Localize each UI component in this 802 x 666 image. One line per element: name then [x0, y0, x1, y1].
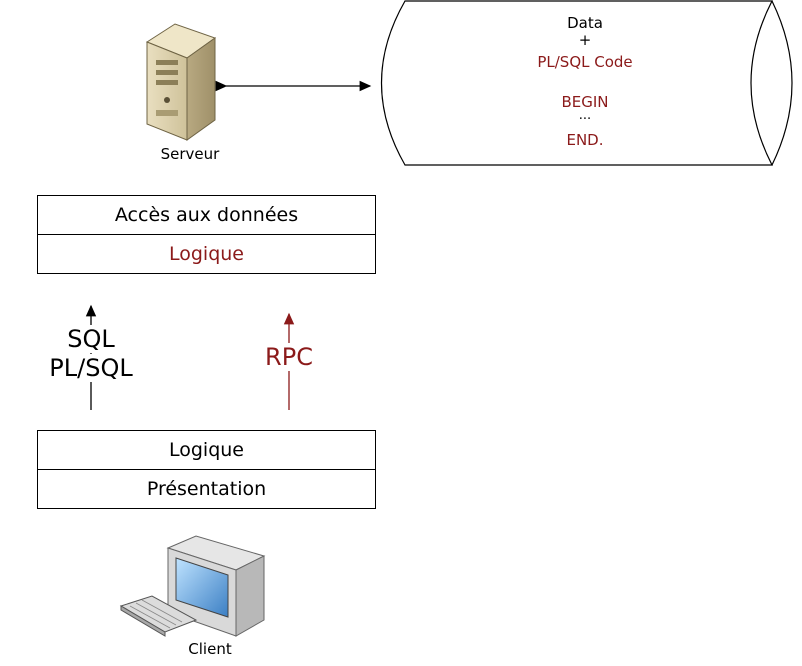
db-begin-label: BEGIN — [561, 93, 609, 111]
presentation-layer: Présentation — [38, 469, 375, 509]
server-caption: Serveur — [160, 145, 220, 163]
database-shape — [380, 0, 793, 166]
client-caption: Client — [188, 640, 232, 658]
sql-label: SQL — [31, 325, 151, 353]
client-logic-layer: Logique — [168, 439, 244, 461]
db-data-label: Data — [567, 14, 603, 32]
server-icon — [145, 23, 217, 141]
server-tier-box: Accès aux données Logique — [37, 195, 376, 274]
rpc-label: RPC — [244, 343, 334, 371]
data-access-layer: Accès aux données — [114, 204, 299, 226]
db-code-label: PL/SQL Code — [537, 53, 633, 71]
db-end-label: END. — [566, 131, 604, 149]
db-plus-label: + — [578, 31, 592, 49]
server-logic-layer: Logique — [38, 234, 375, 274]
db-dots-label: ... — [578, 108, 592, 123]
plsql-label: PL/SQL — [21, 354, 161, 382]
client-tier-box: Logique Présentation — [37, 430, 376, 509]
computer-icon — [119, 535, 266, 637]
